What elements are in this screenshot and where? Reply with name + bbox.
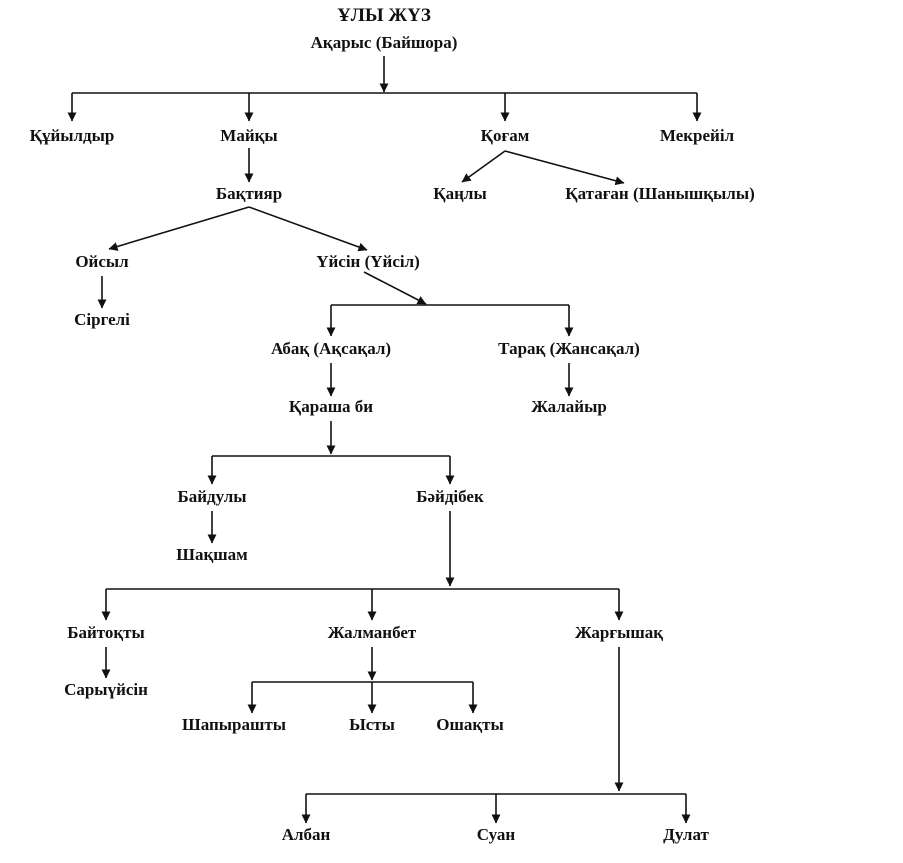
node-baktiyar: Бақтияр bbox=[215, 184, 283, 203]
node-oshakty: Ошақты bbox=[436, 715, 504, 734]
node-baitokty: Байтоқты bbox=[67, 623, 145, 642]
node-kuiyldyr: Құйылдыр bbox=[29, 126, 115, 145]
node-oisyl: Ойсыл bbox=[75, 252, 129, 271]
node-dulat: Дулат bbox=[663, 825, 709, 844]
node-zhalaiyr: Жалайыр bbox=[531, 397, 607, 416]
node-alban: Албан bbox=[281, 825, 331, 844]
node-shakysham: Шақшам bbox=[176, 545, 248, 564]
node-akarys: Ақарыс (Байшора) bbox=[310, 33, 458, 52]
node-katagan: Қатаған (Шанышқылы) bbox=[565, 184, 755, 203]
node-shapyrashty: Шапырашты bbox=[182, 715, 286, 734]
node-uisin: Үйсін (Үйсіл) bbox=[316, 252, 420, 271]
node-tarak: Тарақ (Жансақал) bbox=[498, 339, 640, 358]
node-baidyly: Байдулы bbox=[177, 487, 247, 506]
node-sirgeli: Сіргелі bbox=[74, 310, 130, 329]
node-mekreiil: Мекрейіл bbox=[659, 126, 735, 145]
edge-uisin-bar bbox=[363, 271, 427, 305]
node-saryuisin: Сарыүйсін bbox=[64, 680, 148, 699]
node-kanly: Қаңлы bbox=[433, 184, 487, 203]
edge-kogam-kanly bbox=[461, 150, 506, 183]
node-baidibek: Бәйдібек bbox=[416, 487, 484, 506]
edge-baktiyar-oisyl bbox=[108, 206, 250, 251]
edge-kogam-katagan bbox=[504, 150, 625, 186]
node-zhalmanbet: Жалманбет bbox=[327, 623, 417, 642]
node-suan: Суан bbox=[476, 825, 516, 844]
node-ysty: Ысты bbox=[349, 715, 395, 734]
node-maiky: Майқы bbox=[220, 126, 278, 145]
diagram-title: ҰЛЫ ЖҮЗ bbox=[337, 5, 431, 26]
node-karasha: Қараша би bbox=[288, 397, 374, 416]
node-zhargyshak: Жарғышақ bbox=[575, 623, 663, 642]
edge-baktiyar-uisin bbox=[248, 206, 368, 252]
node-abak: Абақ (Ақсақал) bbox=[270, 339, 392, 358]
node-kogam: Қоғам bbox=[480, 126, 530, 145]
